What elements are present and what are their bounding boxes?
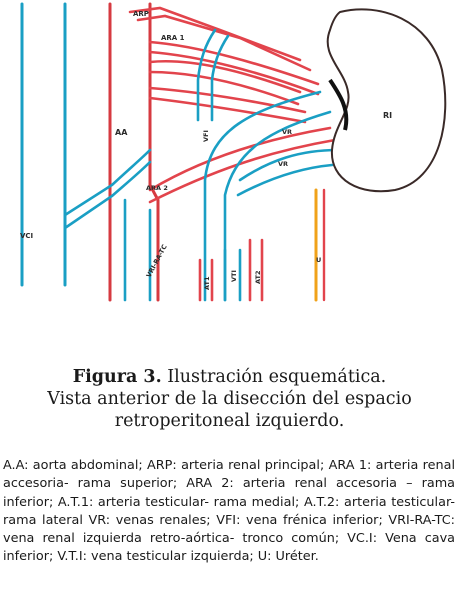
renal-veins [63,28,340,302]
label-vr-lower: VR [278,160,288,168]
label-aa: AA [115,128,128,137]
vena-cava-inferior [20,2,67,287]
caption-line-3: retroperitoneal izquierdo. [114,411,345,431]
renal-arteries [128,6,337,204]
caption-line-1: Figura 3. Ilustración esquemática. [0,366,459,388]
caption-line-2: Vista anterior de la disección del espac… [47,389,412,409]
label-vci: VCI [20,232,33,240]
caption-title: Ilustración esquemática. [167,367,387,387]
label-u: U [316,256,321,264]
abdominal-aorta [108,2,160,302]
kidney [326,8,447,193]
dissection-diagram: ARP ARA 1 AA VFI RI VR VR ARA 2 VCI VRI-… [20,2,447,302]
ureter [314,188,326,302]
label-arp: ARP [133,10,149,18]
abbreviations-legend: A.A: aorta abdominal; ARP: arteria renal… [3,458,455,565]
label-at1: AT1 [203,276,211,290]
figure-number: Figura 3. [72,367,162,387]
label-at2: AT2 [254,271,262,284]
label-vr-upper: VR [282,128,292,136]
diagram-canvas: ARP ARA 1 AA VFI RI VR VR ARA 2 VCI VRI-… [20,2,447,302]
label-vti: VTI [230,270,238,282]
figure-caption: Figura 3. Ilustración esquemática. Vista… [0,366,459,432]
label-vfi: VFI [202,130,210,142]
label-ri: RI [383,111,392,120]
label-ara1: ARA 1 [161,34,185,42]
testicular-arteries [198,238,264,302]
label-ara2: ARA 2 [146,184,168,192]
